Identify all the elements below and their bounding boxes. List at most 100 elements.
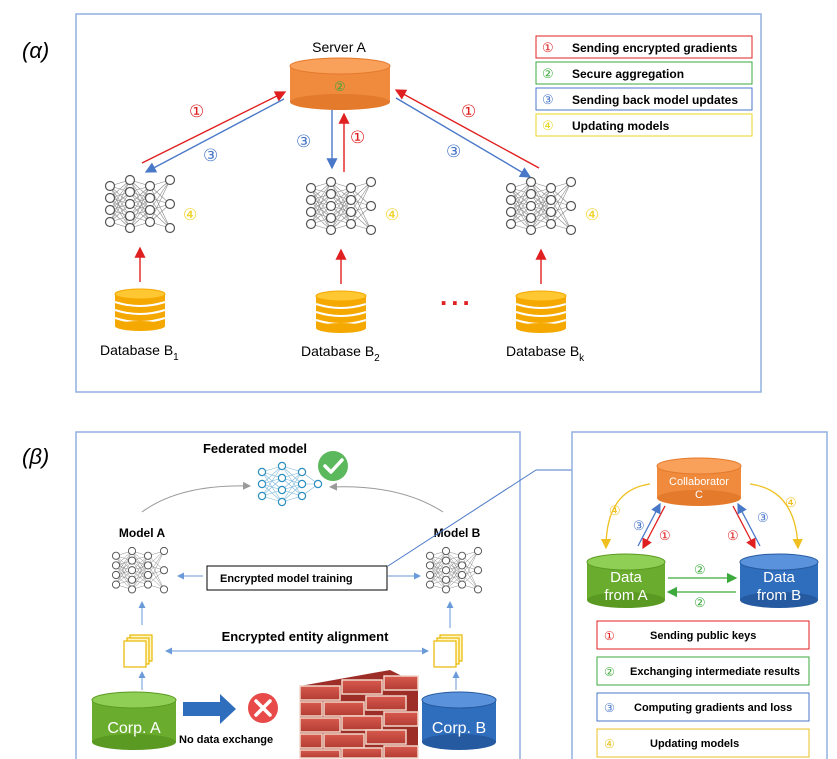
legend-a-item-1 [535,35,753,59]
num-1-mid: ① [350,128,365,147]
database-bk-label: Database Bk [506,343,585,364]
database-icon-b1 [114,288,166,332]
arrow-c-to-a-update [600,483,651,550]
encrypted-training-box [206,565,388,591]
num-1-right: ① [461,102,476,121]
legend-c-text-3: Computing gradients and loss [634,702,792,714]
data-from-a-line1: Data [610,569,642,586]
document-stack-icon-a [123,634,153,668]
num-3-left: ③ [203,146,218,165]
panel-c-arrows [600,483,803,598]
server-a-label: Server A [312,39,366,55]
cross-icon [248,693,278,723]
legend-a-item-3 [535,87,753,111]
arrow-server-to-b1 [144,98,285,173]
panel-a-legend: ① Sending encrypted gradients ② Secure a… [535,35,753,137]
database-b1-label: Database B1 [100,342,179,363]
c-num-3-left: ③ [633,518,645,533]
legend-a-num-4: ④ [542,118,554,133]
num-4-b2: ④ [385,207,399,224]
corp-b-database [421,691,497,750]
database-icon-bk [515,290,567,334]
legend-a-text-3: Sending back model updates [572,93,738,107]
ellipsis: ... [440,281,474,311]
data-transfer-arrow-icon [183,694,236,724]
database-b2-label: Database B2 [301,343,380,364]
arrow-b1-to-server [141,91,287,164]
panel-c-legend: ① Sending public keys ② Exchanging inter… [596,620,810,758]
legend-c-num-1: ① [604,629,615,643]
c-num-4-right: ④ [785,495,797,510]
federated-model-net-icon [257,461,323,507]
neural-net-icon-b2 [305,176,377,236]
legend-c-num-2: ② [604,665,615,679]
c-num-3-right: ③ [757,510,769,525]
model-b-label: Model B [434,526,481,540]
arrow-server-to-bk [395,97,532,178]
data-from-b-cylinder [739,553,819,608]
data-from-a-line2: from A [604,587,647,604]
c-num-2-top: ② [694,562,706,577]
firewall-brick-wall-icon [299,670,419,759]
arrow-c-to-b-update [749,483,803,550]
corp-a-label: Corp. A [107,720,161,737]
legend-a-num-1: ① [542,40,554,55]
legend-a-text-4: Updating models [572,119,670,133]
collaborator-label-line2: C [695,489,703,501]
legend-a-text-2: Secure aggregation [572,67,684,81]
server-a-cylinder [289,57,391,110]
check-icon [318,451,348,481]
arrow-bk-to-server [394,89,540,169]
legend-a-text-1: Sending encrypted gradients [572,41,738,55]
legend-c-item-3 [596,692,810,722]
legend-a-num-2: ② [542,66,554,81]
num-4-bk: ④ [585,207,599,224]
collaborator-label-line1: Collaborator [669,476,729,488]
model-a-net-icon [111,546,169,594]
server-aggregation-badge: ② [334,79,346,94]
num-3-right: ③ [446,142,461,161]
panel-a-arrows [134,89,547,284]
legend-a-item-2 [535,61,753,85]
no-data-exchange-label: No data exchange [179,734,273,746]
c-num-1-left: ① [659,528,671,543]
federated-model-title: Federated model [203,441,307,456]
num-4-b1: ④ [183,207,197,224]
model-a-label: Model A [119,526,166,540]
entity-alignment-label: Encrypted entity alignment [222,629,390,644]
neural-net-icon-b1 [104,174,176,234]
data-from-b-line2: from B [757,587,801,604]
num-3-mid: ③ [296,132,311,151]
legend-c-item-2 [596,656,810,686]
legend-c-text-2: Exchanging intermediate results [630,666,800,678]
legend-c-text-4: Updating models [650,738,739,750]
data-from-b-line1: Data [763,569,795,586]
legend-c-text-1: Sending public keys [650,630,756,642]
legend-c-num-3: ③ [604,701,615,715]
zoom-connector-line [387,469,537,567]
legend-c-num-4: ④ [604,737,615,751]
model-b-net-icon [425,546,483,594]
data-from-a-cylinder [586,553,666,608]
neural-net-icon-bk [505,176,577,236]
legend-a-num-3: ③ [542,92,554,107]
arrow-b-to-c-grad [737,502,761,547]
num-1-left: ① [189,102,204,121]
arrow-c-to-a-keys [642,505,666,550]
corp-b-label: Corp. B [432,720,486,737]
c-num-2-bottom: ② [694,595,706,610]
database-icon-b2 [315,290,367,334]
encrypted-training-label: Encrypted model training [220,573,353,585]
panel-b-label: (β) [22,444,49,469]
arrow-a-to-c-grad [637,502,661,547]
corp-a-database [91,691,177,750]
panel-a-label: (α) [22,38,49,63]
c-num-1-right: ① [727,528,739,543]
arrow-model-b-to-federated [329,482,444,513]
legend-c-item-1 [596,620,810,650]
document-stack-icon-b [433,634,463,668]
panel-c-frame [571,431,828,759]
panel-b-frame [75,431,521,759]
collaborator-c-cylinder [656,457,742,506]
